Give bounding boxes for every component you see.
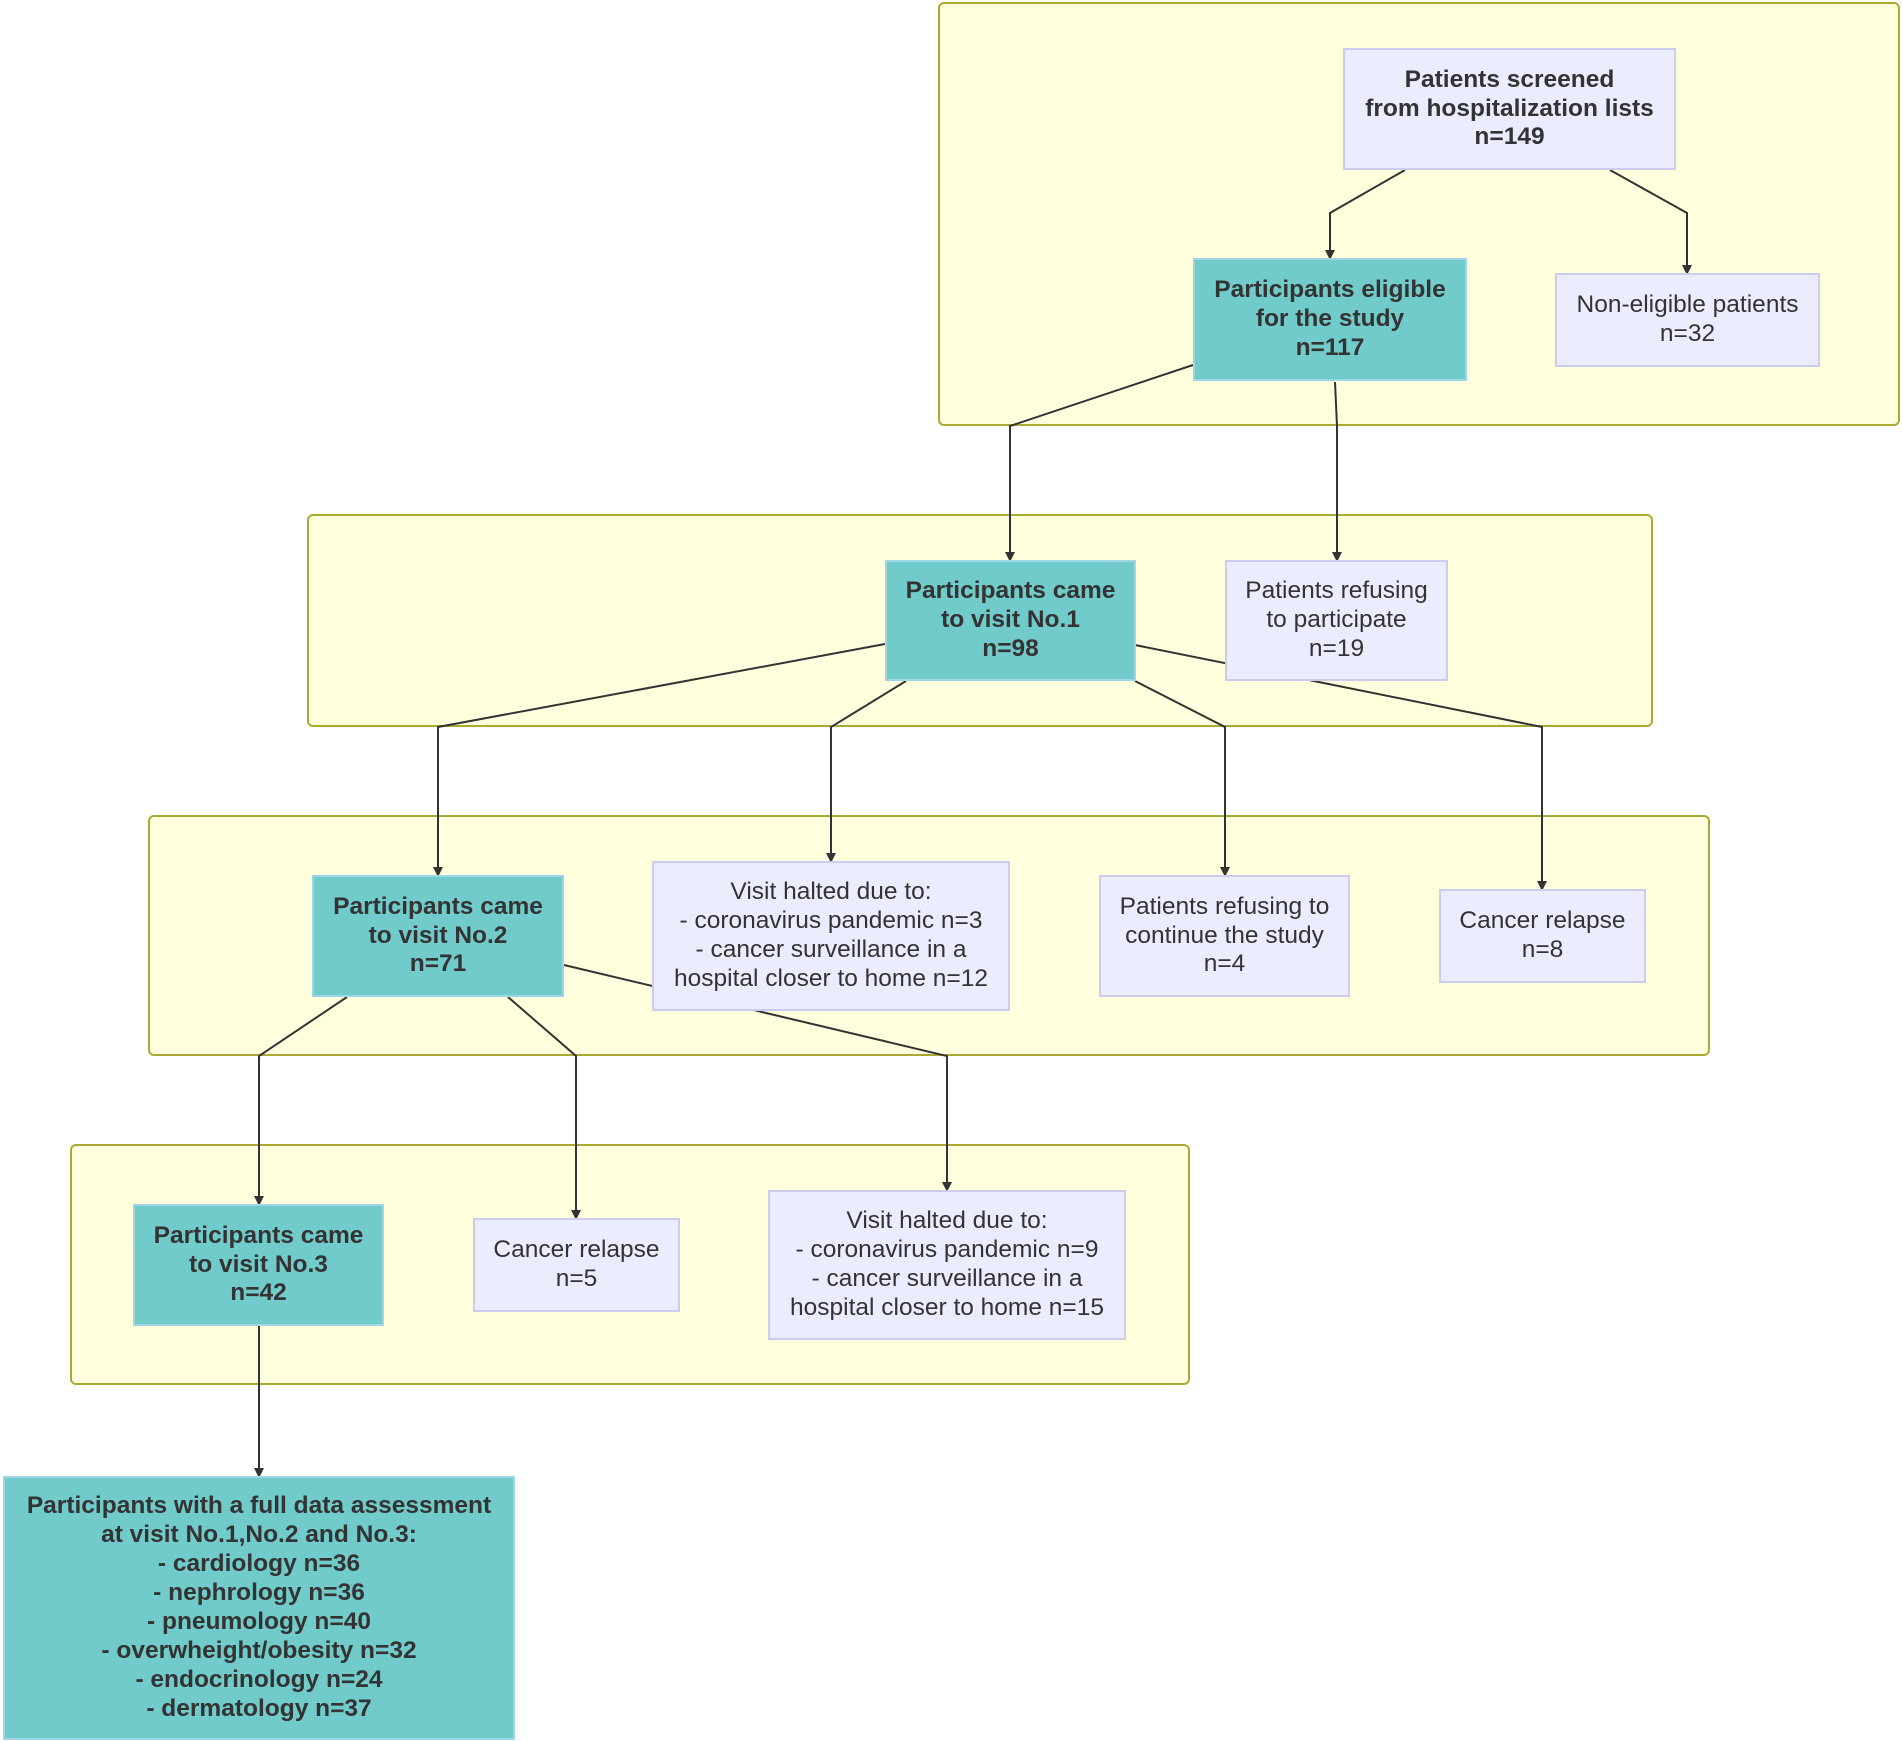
- node-visit-2-label: Participants came to visit No.2 n=71: [333, 892, 543, 978]
- node-visit-2: Participants came to visit No.2 n=71: [312, 875, 564, 997]
- node-visit-3-halted-label: Visit halted due to: - coronavirus pande…: [790, 1207, 1104, 1321]
- node-visit-3-cancer-relapse: Cancer relapse n=5: [473, 1218, 680, 1312]
- node-non-eligible-patients: Non-eligible patients n=32: [1555, 273, 1820, 367]
- node-visit-3-halted: Visit halted due to: - coronavirus pande…: [768, 1190, 1126, 1340]
- node-visit-1: Participants came to visit No.1 n=98: [885, 560, 1136, 681]
- node-visit-2-cancer-relapse: Cancer relapse n=8: [1439, 889, 1646, 983]
- node-refusing-continue: Patients refusing to continue the study …: [1099, 875, 1350, 997]
- node-refusing-participate: Patients refusing to participate n=19: [1225, 560, 1448, 681]
- node-full-data-assessment-label: Participants with a full data assessment…: [26, 1492, 492, 1722]
- node-refusing-continue-label: Patients refusing to continue the study …: [1119, 892, 1330, 978]
- node-visit-3-cancer-relapse-label: Cancer relapse n=5: [493, 1236, 660, 1292]
- node-visit-3: Participants came to visit No.3 n=42: [133, 1204, 384, 1326]
- node-visit-2-halted: Visit halted due to: - coronavirus pande…: [652, 861, 1010, 1011]
- node-participants-eligible: Participants eligible for the study n=11…: [1193, 258, 1467, 381]
- node-visit-3-label: Participants came to visit No.3 n=42: [153, 1221, 364, 1307]
- node-visit-2-cancer-relapse-label: Cancer relapse n=8: [1459, 907, 1626, 963]
- node-refusing-participate-label: Patients refusing to participate n=19: [1245, 577, 1428, 662]
- node-participants-eligible-label: Participants eligible for the study n=11…: [1214, 276, 1446, 361]
- node-non-eligible-patients-label: Non-eligible patients n=32: [1576, 291, 1799, 347]
- node-full-data-assessment: Participants with a full data assessment…: [3, 1476, 515, 1740]
- node-visit-1-label: Participants came to visit No.1 n=98: [905, 577, 1116, 662]
- node-visit-2-halted-label: Visit halted due to: - coronavirus pande…: [674, 878, 988, 992]
- node-patients-screened: Patients screened from hospitalization l…: [1343, 48, 1676, 170]
- node-patients-screened-label: Patients screened from hospitalization l…: [1365, 65, 1654, 151]
